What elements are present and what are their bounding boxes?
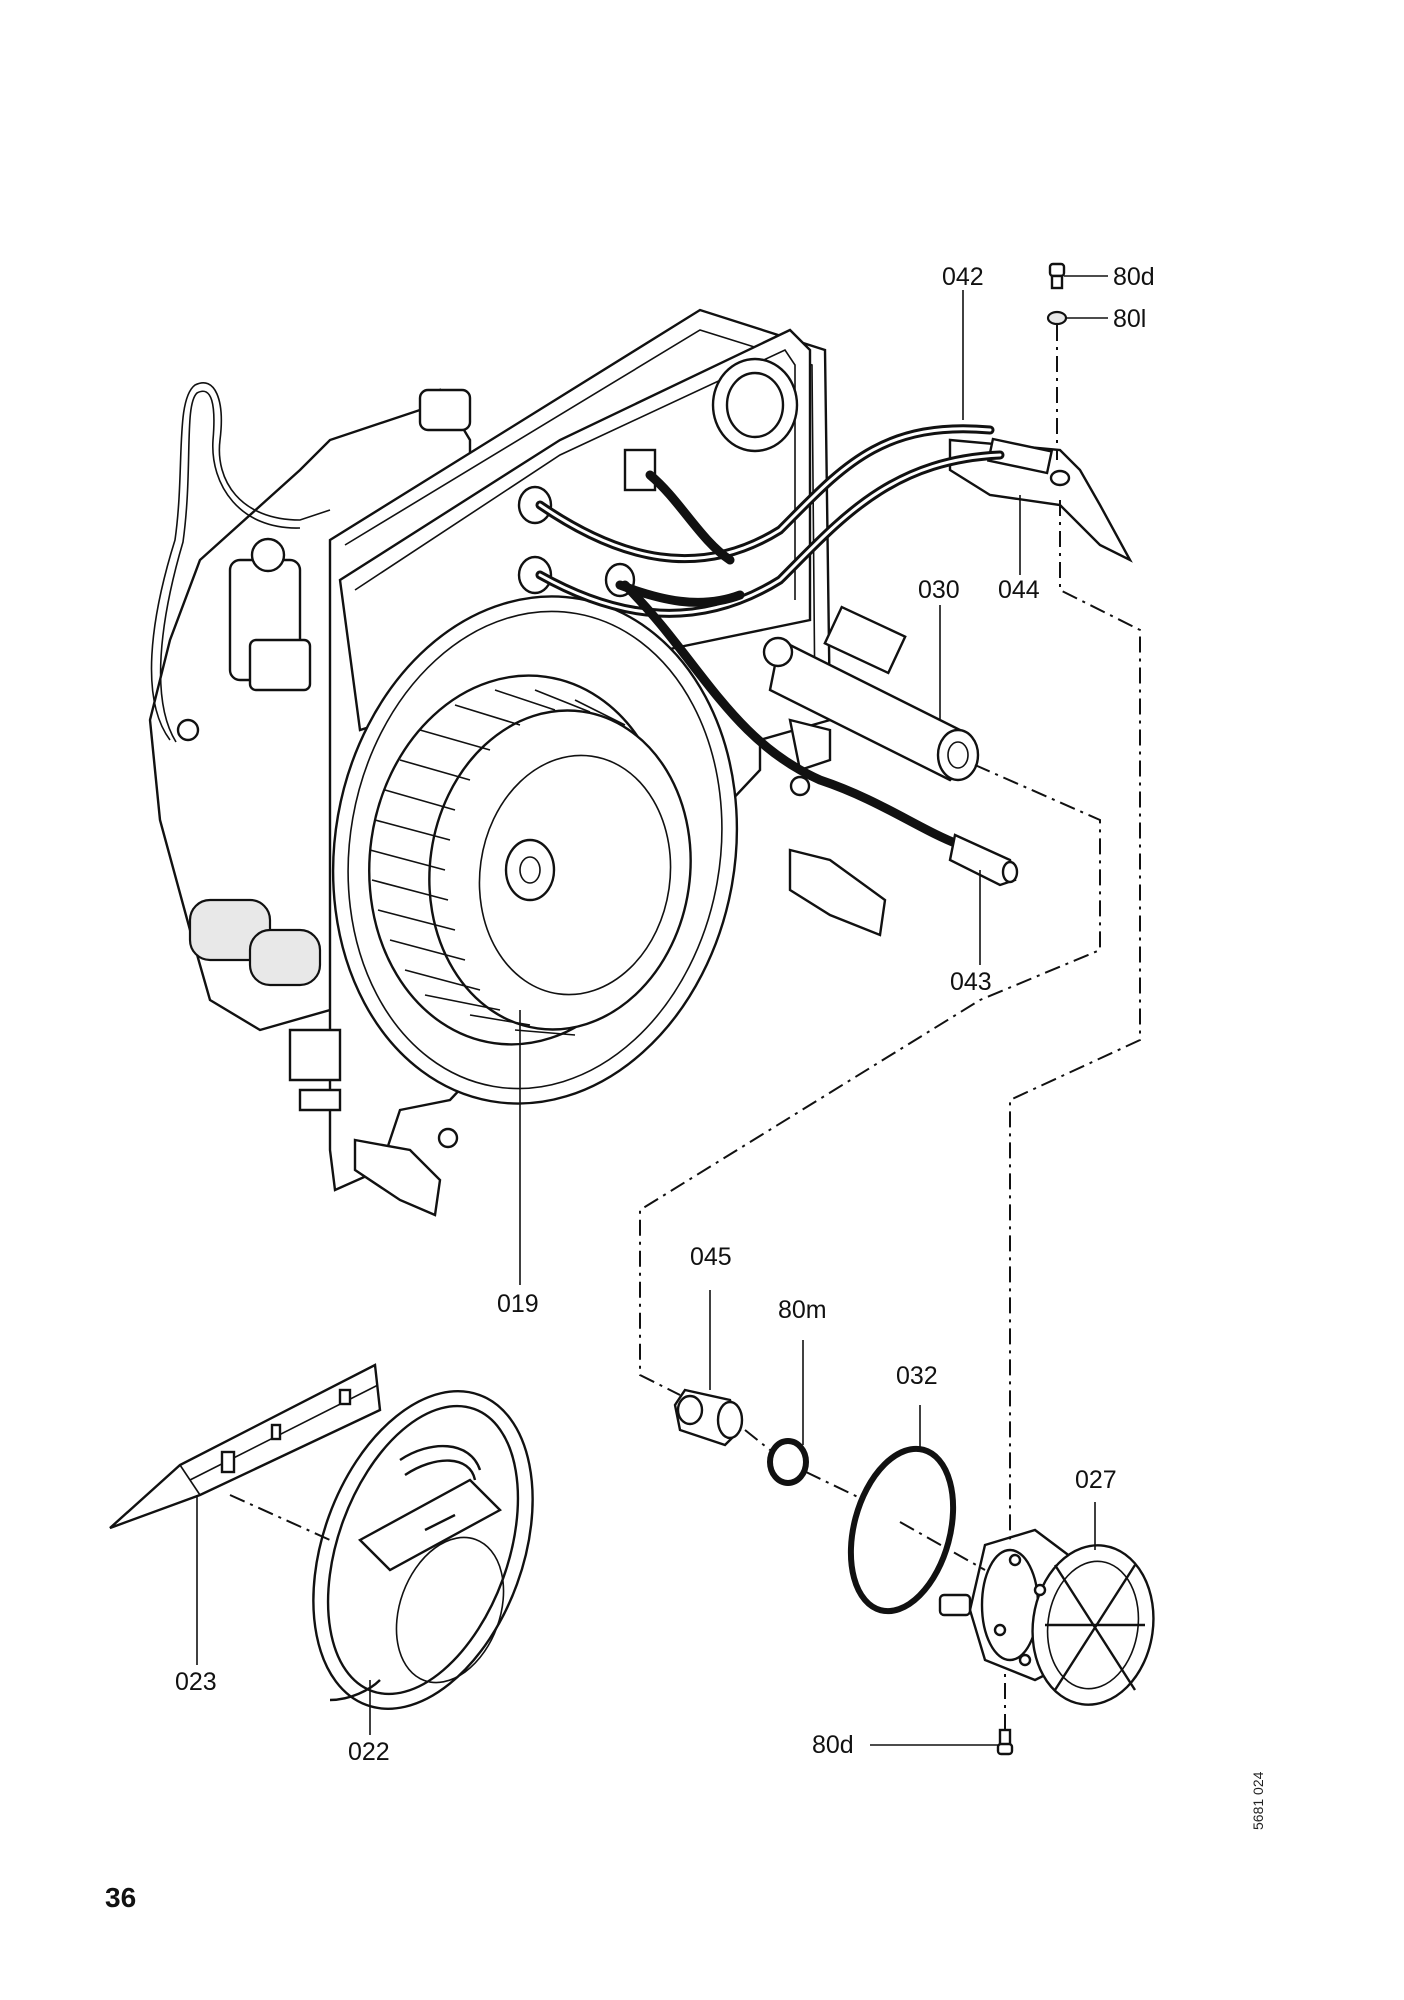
callout-045: 045 — [690, 1243, 732, 1271]
ignition-cables-042 — [535, 424, 1005, 618]
photocell-043 — [620, 580, 1019, 887]
nozzle-045 — [673, 1388, 744, 1447]
callout-030: 030 — [918, 576, 960, 604]
blower-blades — [369, 689, 626, 1036]
callout-leaders — [196, 290, 1096, 1735]
callout-80l: 80l — [1113, 305, 1147, 333]
gasket-032 — [847, 1445, 957, 1615]
callout-032: 032 — [896, 1362, 938, 1390]
callout-042: 042 — [942, 263, 984, 291]
callout-022: 022 — [348, 1738, 390, 1766]
assembly-lines — [229, 325, 1141, 1730]
document-reference: 5681 024 — [1250, 1771, 1266, 1830]
air-damper-023 — [109, 1363, 382, 1530]
callout-80d-top: 80d — [1113, 263, 1155, 291]
callout-80m: 80m — [778, 1296, 827, 1324]
o-ring-80m — [767, 1438, 809, 1486]
screw-80d-bottom — [870, 1728, 1014, 1756]
screw-80d-top — [1048, 262, 1108, 290]
callout-027: 027 — [1075, 1466, 1117, 1494]
callout-043: 043 — [950, 968, 992, 996]
callout-019: 019 — [497, 1290, 539, 1318]
blower-wheel-019 — [368, 674, 692, 1046]
ignition-electrode-030 — [762, 605, 980, 782]
page-number: 36 — [105, 1882, 137, 1913]
diffuser-027 — [938, 1528, 1155, 1706]
callout-80d-bottom: 80d — [812, 1731, 854, 1759]
air-inlet-cover-022 — [312, 1390, 534, 1710]
callout-023: 023 — [175, 1668, 217, 1696]
electrode-bracket-044 — [948, 437, 1133, 563]
callout-044: 044 — [998, 576, 1040, 604]
washer-80l — [1046, 310, 1108, 326]
